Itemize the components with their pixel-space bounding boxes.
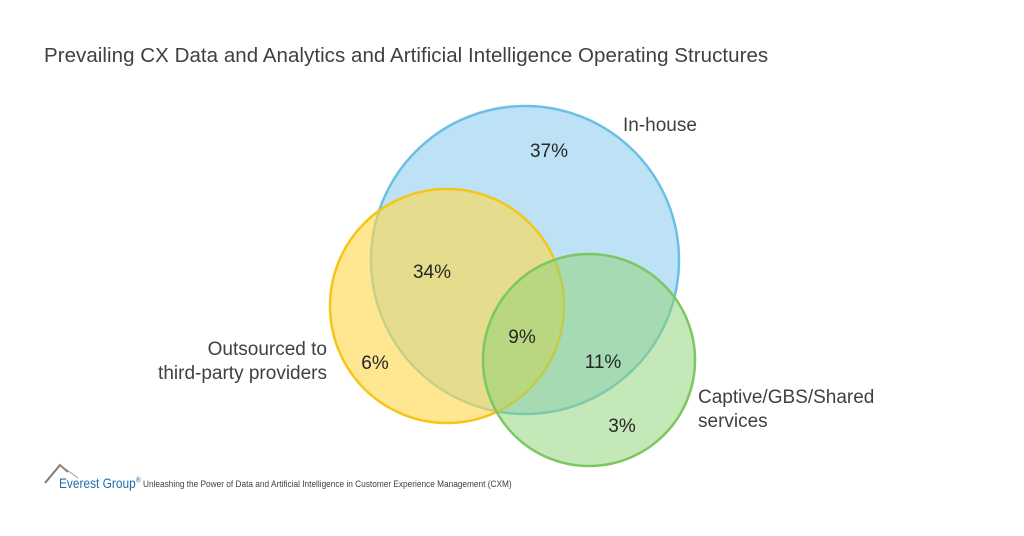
outsourced-label-line2: third-party providers xyxy=(158,363,327,384)
captive-only-value: 3% xyxy=(608,416,636,437)
captive-label: Captive/GBS/Shared services xyxy=(698,386,874,434)
in-house-captive-value: 11% xyxy=(584,352,622,373)
registered-mark: ® xyxy=(135,475,141,485)
chart-title: Prevailing CX Data and Analytics and Art… xyxy=(44,44,769,67)
in-house-only-value: 37% xyxy=(529,141,569,162)
brand-logo: Everest Group® xyxy=(59,475,141,491)
in-house-outsourced-value: 34% xyxy=(412,262,452,283)
brand-name: Everest Group xyxy=(59,475,136,491)
captive-circle xyxy=(481,252,697,468)
all-three-value: 9% xyxy=(508,327,536,348)
captive-label-line2: services xyxy=(698,411,768,432)
captive-label-line1: Captive/GBS/Shared xyxy=(698,387,875,408)
everest-mountain-logo-icon xyxy=(44,463,79,484)
footer-caption: Unleashing the Power of Data and Artific… xyxy=(143,479,512,489)
in-house-label: In-house xyxy=(623,115,697,136)
outsourced-label-line1: Outsourced to xyxy=(207,339,327,360)
outsourced-label: Outsourced to third-party providers xyxy=(158,338,327,386)
outsourced-only-value: 6% xyxy=(361,353,389,374)
